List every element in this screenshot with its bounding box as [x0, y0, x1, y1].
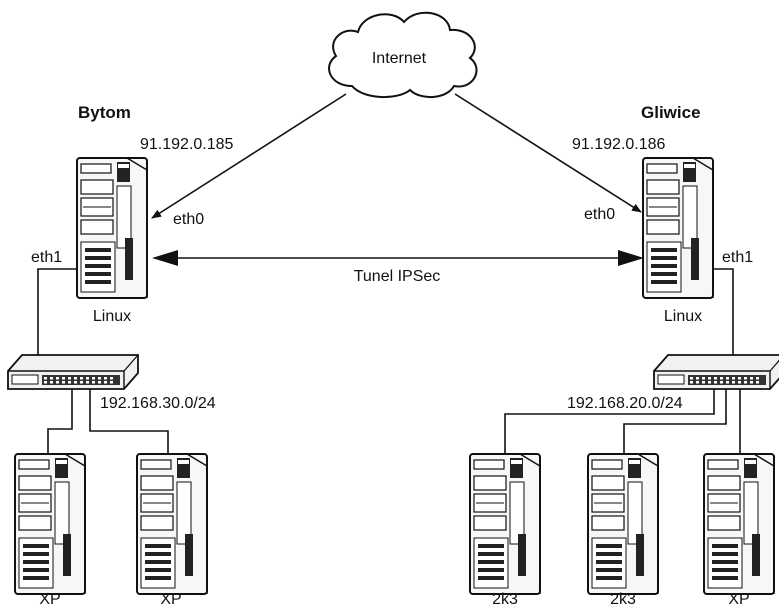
public-ip-left: 91.192.0.185 — [140, 136, 234, 153]
client-label-right-3: XP — [728, 591, 749, 608]
router-right-server-icon — [642, 157, 714, 299]
uplink-left — [37, 268, 77, 355]
client-right-3-server-icon — [703, 453, 775, 595]
router-left-server-icon — [76, 157, 148, 299]
client-right-1-server-icon — [469, 453, 541, 595]
client-label-left-1: XP — [39, 591, 60, 608]
internet-link-left — [151, 93, 347, 219]
switch-right-network-switch-icon — [653, 354, 779, 390]
cloud-label: Internet — [372, 50, 427, 67]
client-right-2-server-icon — [587, 453, 659, 595]
link-left-client-2 — [89, 389, 169, 454]
int-iface-left: eth1 — [31, 249, 62, 266]
switch-left-network-switch-icon — [7, 354, 139, 390]
site-name-left: Bytom — [78, 103, 131, 122]
client-label-left-2: XP — [160, 591, 181, 608]
client-label-right-1: 2k3 — [492, 591, 518, 608]
cloud-icon — [328, 11, 478, 99]
router-label-left: Linux — [93, 308, 131, 325]
ext-iface-right: eth0 — [584, 206, 615, 223]
internet-link-right — [454, 93, 642, 213]
router-label-right: Linux — [664, 308, 702, 325]
tunnel-label: Tunel IPSec — [354, 268, 441, 285]
tunnel-arrowhead-left — [152, 250, 178, 266]
uplink-right — [713, 268, 734, 355]
subnet-right: 192.168.20.0/24 — [567, 395, 683, 412]
client-left-1-server-icon — [14, 453, 86, 595]
link-right-client-2 — [623, 389, 727, 454]
client-left-2-server-icon — [136, 453, 208, 595]
client-label-right-2: 2k3 — [610, 591, 636, 608]
subnet-left: 192.168.30.0/24 — [100, 395, 216, 412]
link-right-client-1 — [504, 389, 715, 454]
public-ip-right: 91.192.0.186 — [572, 136, 666, 153]
site-name-right: Gliwice — [641, 103, 701, 122]
tunnel-arrowhead-right — [618, 250, 644, 266]
ext-iface-left: eth0 — [173, 211, 204, 228]
link-left-client-1 — [47, 389, 73, 454]
int-iface-right: eth1 — [722, 249, 753, 266]
